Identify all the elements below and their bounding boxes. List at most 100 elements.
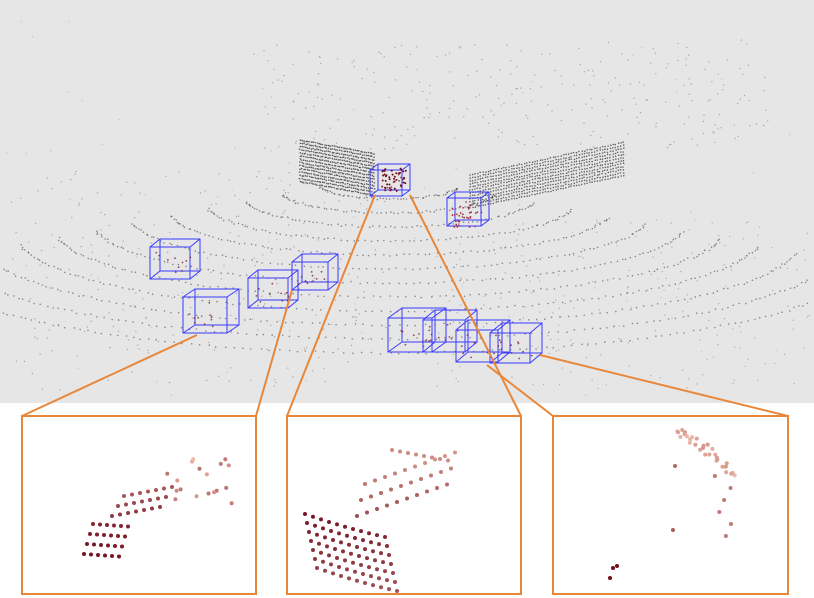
lidar-point [314,183,317,185]
lidar-point [301,171,304,173]
lidar-point [48,264,50,267]
lidar-point [90,296,93,298]
lidar-point [177,294,179,296]
lidar-point [585,158,588,161]
lidar-point [304,159,307,162]
lidar-point [301,177,304,180]
lidar-point [30,319,33,321]
lidar-point [560,163,562,166]
lidar-point [419,268,421,270]
lidar-point [736,102,739,105]
lidar-point [304,179,307,181]
lidar-point [503,181,505,184]
inset-point [423,461,427,465]
lidar-point [314,130,317,133]
inset-point [311,548,315,552]
lidar-point [325,156,327,158]
inset-point [422,454,426,458]
lidar-point [657,278,659,280]
lidar-point [64,271,66,274]
lidar-point [530,205,532,207]
lidar-point [401,226,404,228]
lidar-point [510,186,513,188]
lidar-point [158,276,160,278]
lidar-point [756,246,759,249]
lidar-point [27,241,30,243]
lidar-point [629,83,632,85]
lidar-point [787,305,789,307]
lidar-point [510,183,513,185]
lidar-point [416,46,418,48]
lidar-point [583,152,586,155]
lidar-point [792,319,794,321]
lidar-point [495,201,498,203]
lidar-point [593,168,596,171]
lidar-point [100,211,102,214]
lidar-point [534,74,536,76]
lidar-point [762,124,765,127]
lidar-point [496,263,499,266]
lidar-point [288,199,291,201]
inset-point [371,583,375,588]
lidar-point [100,233,103,236]
lidar-point [539,177,541,180]
inset-point [156,496,160,501]
lidar-point [339,184,342,187]
lidar-point [495,174,497,177]
inset-point [212,490,217,495]
lidar-point [554,171,557,174]
lidar-point [425,210,428,212]
inset-point [333,547,337,551]
lidar-point [604,155,606,157]
lidar-point [588,179,591,181]
lidar-point [546,272,548,275]
lidar-point [37,190,39,192]
inset-point [351,527,355,531]
lidar-point [660,252,662,254]
inset-point [321,559,325,564]
lidar-point [671,317,673,319]
lidar-point [307,156,309,159]
lidar-point [469,180,472,182]
object-point [386,186,389,189]
lidar-point [66,244,68,247]
lidar-point [552,186,555,189]
lidar-point [591,169,594,172]
lidar-point [531,178,534,181]
lidar-point [772,270,774,272]
lidar-point [788,259,791,261]
lidar-point [747,64,750,67]
object-point [258,288,260,290]
lidar-point [698,276,701,278]
lidar-point [645,290,647,292]
lidar-point [142,273,145,276]
lidar-point [565,159,567,162]
lidar-point [713,245,716,247]
lidar-point [789,287,792,290]
lidar-point [316,170,318,173]
lidar-point [344,167,347,169]
lidar-point [518,193,521,196]
lidar-point [511,376,513,378]
lidar-point [490,200,492,202]
lidar-point [573,158,576,161]
lidar-point [637,273,639,276]
lidar-point [573,179,575,182]
lidar-point [539,243,541,245]
inset-point [103,553,107,558]
lidar-point [521,163,523,166]
lidar-point [144,194,146,196]
lidar-point [324,336,327,339]
lidar-point [302,155,305,158]
lidar-point [10,201,13,203]
lidar-point [570,167,573,170]
lidar-point [790,257,792,260]
lidar-point [340,162,343,165]
lidar-point [502,166,505,169]
lidar-point [510,73,512,75]
lidar-point [41,388,44,390]
lidar-point [39,264,41,266]
box-edge [446,219,456,227]
lidar-point [321,178,324,181]
lidar-point [787,267,789,270]
